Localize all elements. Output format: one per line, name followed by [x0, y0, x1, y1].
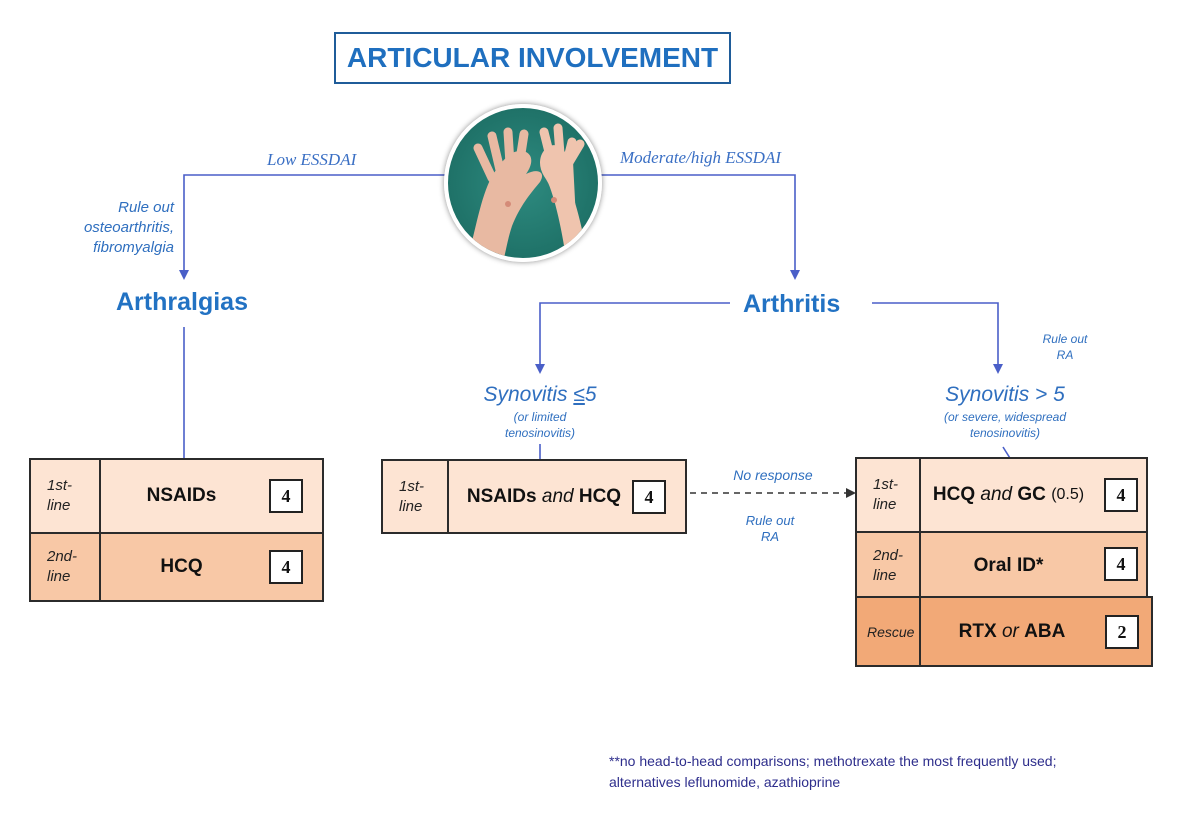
arrow-low-essdai	[179, 174, 446, 280]
label-low-essdai: Low ESSDAI	[267, 150, 357, 169]
row-line-label: Rescue	[857, 598, 921, 665]
label-moderate-high-essdai: Moderate/high ESSDAI	[620, 148, 781, 167]
table-row: 2nd-line HCQ 4	[31, 534, 322, 600]
table-row: 1st-line NSAIDs and HCQ 4	[383, 461, 685, 532]
treatment-hcq: HCQ	[160, 556, 203, 577]
note-rule-out-osteoarthritis: Rule out osteoarthritis, fibromyalgia	[83, 199, 174, 256]
arrow-arthritis-synovitis-low	[535, 302, 730, 374]
treatment-oral-id: Oral ID*	[973, 554, 1044, 576]
page-title: ARTICULAR INVOLVEMENT	[334, 32, 731, 84]
table-row-rescue: Rescue RTX or ABA 2	[855, 596, 1153, 667]
row-line-label: 1st-line	[383, 461, 449, 532]
table-row: 1st-line HCQ and GC (0.5) 4	[857, 459, 1146, 533]
evidence-grade-badge: 2	[1105, 615, 1139, 649]
footnote: **no head-to-head comparisons; methotrex…	[609, 753, 1057, 790]
node-synovitis-low: Synovitis ≤5 (or limited tenosinovitis)	[483, 383, 597, 440]
evidence-grade-badge: 4	[632, 480, 666, 514]
evidence-grade-badge: 4	[269, 550, 303, 584]
treatment-nsaids-and-hcq: NSAIDs and HCQ	[466, 485, 622, 507]
table-arthralgias: 1st-line NSAIDs 4 2nd-line HCQ 4	[29, 458, 324, 602]
node-arthralgias: Arthralgias	[116, 288, 248, 316]
table-synovitis-high: 1st-line HCQ and GC (0.5) 4 2nd-line Ora…	[855, 457, 1148, 598]
arrow-moderate-high-essdai	[594, 174, 800, 280]
treatment-nsaids: NSAIDs	[146, 485, 217, 506]
treatment-rtx-or-aba: RTX or ABA	[958, 620, 1066, 642]
evidence-grade-badge: 4	[1104, 547, 1138, 581]
row-line-label: 2nd-line	[31, 534, 101, 600]
evidence-grade-badge: 4	[1104, 478, 1138, 512]
label-no-response: No response	[733, 467, 813, 483]
note-rule-out-ra-right: Rule out RA	[1042, 332, 1088, 362]
arrow-arthritis-synovitis-high	[872, 302, 1003, 374]
node-arthritis: Arthritis	[743, 290, 841, 318]
hands-photo	[444, 104, 602, 262]
hands-illustration	[468, 123, 588, 258]
node-synovitis-high: Synovitis > 5 (or severe, widespread ten…	[943, 383, 1067, 440]
row-line-label: 1st-line	[857, 459, 921, 531]
row-line-label: 1st-line	[31, 460, 101, 532]
row-line-label: 2nd-line	[857, 533, 921, 598]
treatment-hcq-and-gc: HCQ and GC (0.5)	[932, 484, 1085, 505]
table-row: 1st-line NSAIDs 4	[31, 460, 322, 534]
note-rule-out-ra-mid: Rule out RA	[745, 513, 795, 544]
table-synovitis-low: 1st-line NSAIDs and HCQ 4	[381, 459, 687, 534]
table-row: 2nd-line Oral ID* 4	[857, 533, 1146, 598]
evidence-grade-badge: 4	[269, 479, 303, 513]
